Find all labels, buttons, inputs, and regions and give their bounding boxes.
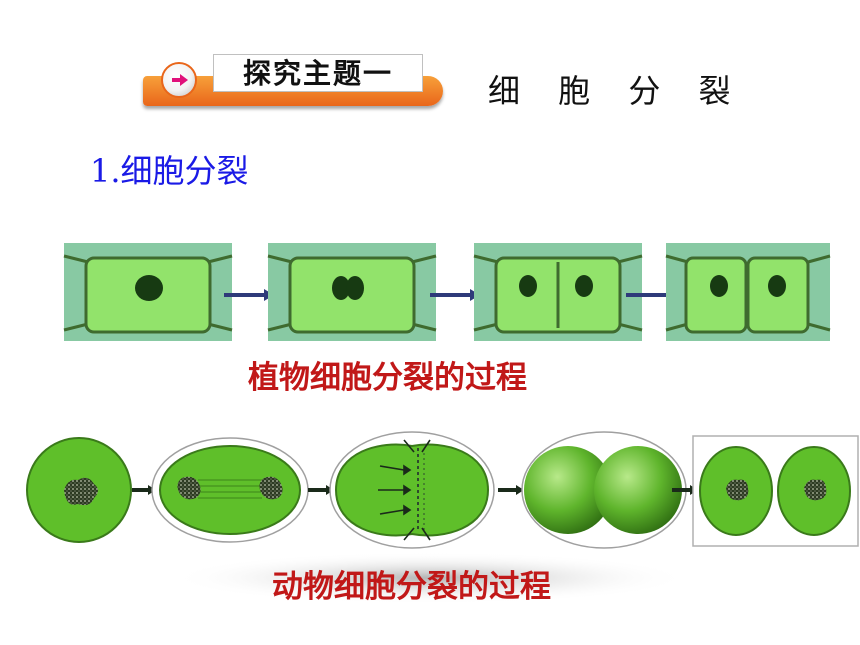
page-title: 细 胞 分 裂 (488, 72, 745, 110)
animal-cell-stage-4 (521, 431, 687, 549)
animal-cell-stage-3 (329, 431, 495, 549)
plant-nucleus-dividing (332, 276, 350, 300)
animal-cell-stage-1 (26, 437, 132, 543)
plant-nucleus (135, 275, 163, 301)
animal-arrow-3 (498, 485, 524, 495)
plant-cell-stage-1 (63, 243, 233, 341)
topic-badge: 探究主题一 (143, 54, 443, 112)
arrow-right-icon (172, 74, 188, 86)
section-heading: 1.细胞分裂 (90, 152, 249, 190)
badge-label: 探究主题一 (213, 54, 423, 92)
animal-cell-stage-2 (151, 437, 309, 543)
plant-cell-stage-2 (267, 243, 437, 341)
plant-arrow-2 (430, 289, 480, 301)
plant-cell-stage-4 (665, 243, 831, 341)
badge-circle (161, 62, 197, 98)
animal-cell-stage-5 (692, 435, 859, 547)
plant-caption: 植物细胞分裂的过程 (248, 360, 527, 396)
plant-cell-stage-3 (473, 243, 643, 341)
caption-shadow (170, 552, 690, 604)
animal-caption: 动物细胞分裂的过程 (272, 569, 551, 605)
